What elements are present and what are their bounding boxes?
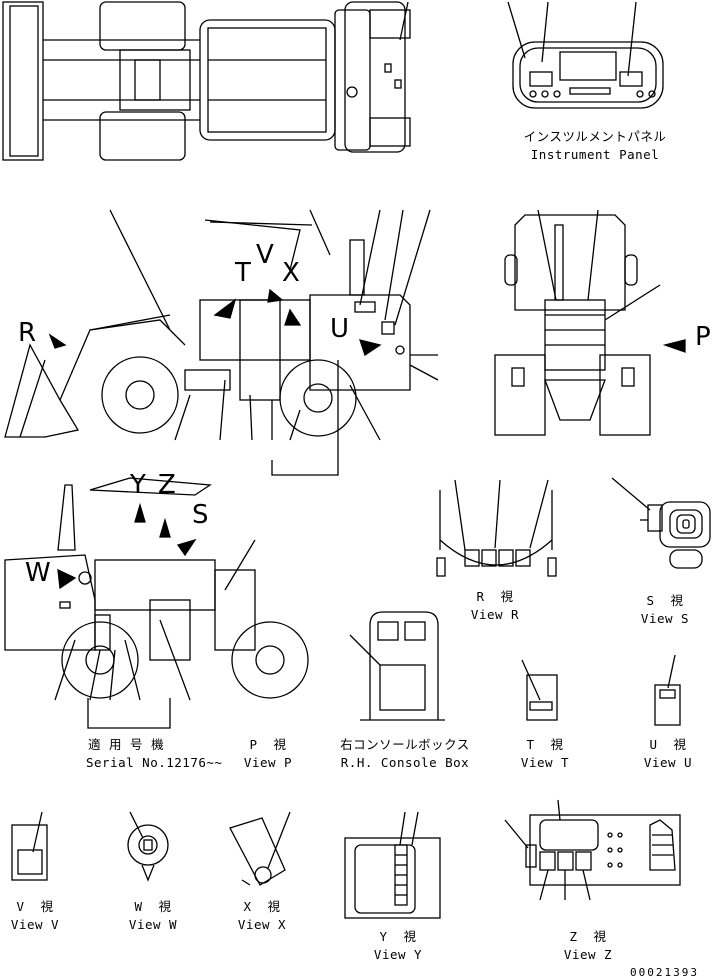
serial-label-ja: 適 用 号 機 <box>88 737 165 752</box>
view-y-label-ja: Y 視 <box>379 929 417 944</box>
instrument-panel-label-en: Instrument Panel <box>530 147 660 162</box>
view-t-label-en: View T <box>520 755 570 770</box>
drawing-number: 00021393 <box>630 966 699 979</box>
view-u-drawing <box>654 654 681 726</box>
view-y-drawing <box>344 811 441 919</box>
view-w-label-ja: W 視 <box>134 899 172 914</box>
console-box-label-en: R.H. Console Box <box>340 755 470 770</box>
top-view-machine <box>2 1 411 161</box>
view-t-label-ja: T 視 <box>526 737 564 752</box>
arrow-letter-t: T <box>235 258 252 288</box>
view-v-label-ja: V 視 <box>16 899 54 914</box>
view-s-label-ja: S 視 <box>646 593 684 608</box>
arrow-letter-s: S <box>192 500 210 530</box>
view-w-drawing <box>127 811 169 882</box>
view-u-label-en: View U <box>643 755 693 770</box>
arrow-letter-y: Y <box>130 470 147 500</box>
arrow-letter-v: V <box>256 240 275 270</box>
view-x-label-ja: X 視 <box>243 899 281 914</box>
view-r-drawing <box>436 479 557 577</box>
view-w-label-en: View W <box>128 917 178 932</box>
view-z-label-en: View Z <box>563 947 613 962</box>
view-t-drawing <box>521 659 558 721</box>
arrow-letter-r: R <box>18 318 37 348</box>
view-p-label-ja: P 視 <box>249 737 287 752</box>
view-s-drawing <box>611 477 711 569</box>
side-view-machine-right <box>4 477 309 729</box>
instrument-panel-label-ja: インスツルメントパネル <box>523 129 667 144</box>
view-z-drawing <box>504 799 681 901</box>
view-r-label-ja: R 視 <box>476 589 514 604</box>
instrument-panel-drawing <box>507 1 664 109</box>
serial-label-en: Serial No.12176~~ <box>86 755 223 770</box>
view-x-drawing <box>229 811 291 886</box>
view-x-label-en: View X <box>237 917 287 932</box>
arrow-letter-p: P <box>695 322 712 352</box>
arrow-letter-u: U <box>330 314 350 344</box>
console-box-drawing <box>349 611 445 721</box>
rear-view-machine <box>494 209 686 436</box>
view-u-label-ja: U 視 <box>649 737 687 752</box>
console-box-label-ja: 右コンソールボックス <box>340 737 470 752</box>
view-v-label-en: View V <box>10 917 60 932</box>
arrow-letter-x: X <box>282 258 301 288</box>
view-p-label-en: View P <box>243 755 293 770</box>
side-view-machine-left <box>4 209 439 476</box>
arrow-letter-z: Z <box>158 470 177 500</box>
view-y-label-en: View Y <box>373 947 423 962</box>
view-r-label-en: View R <box>470 607 520 622</box>
view-z-label-ja: Z 視 <box>569 929 607 944</box>
view-s-label-en: View S <box>640 611 690 626</box>
view-v-drawing <box>11 811 48 881</box>
arrow-letter-w: W <box>25 558 52 588</box>
